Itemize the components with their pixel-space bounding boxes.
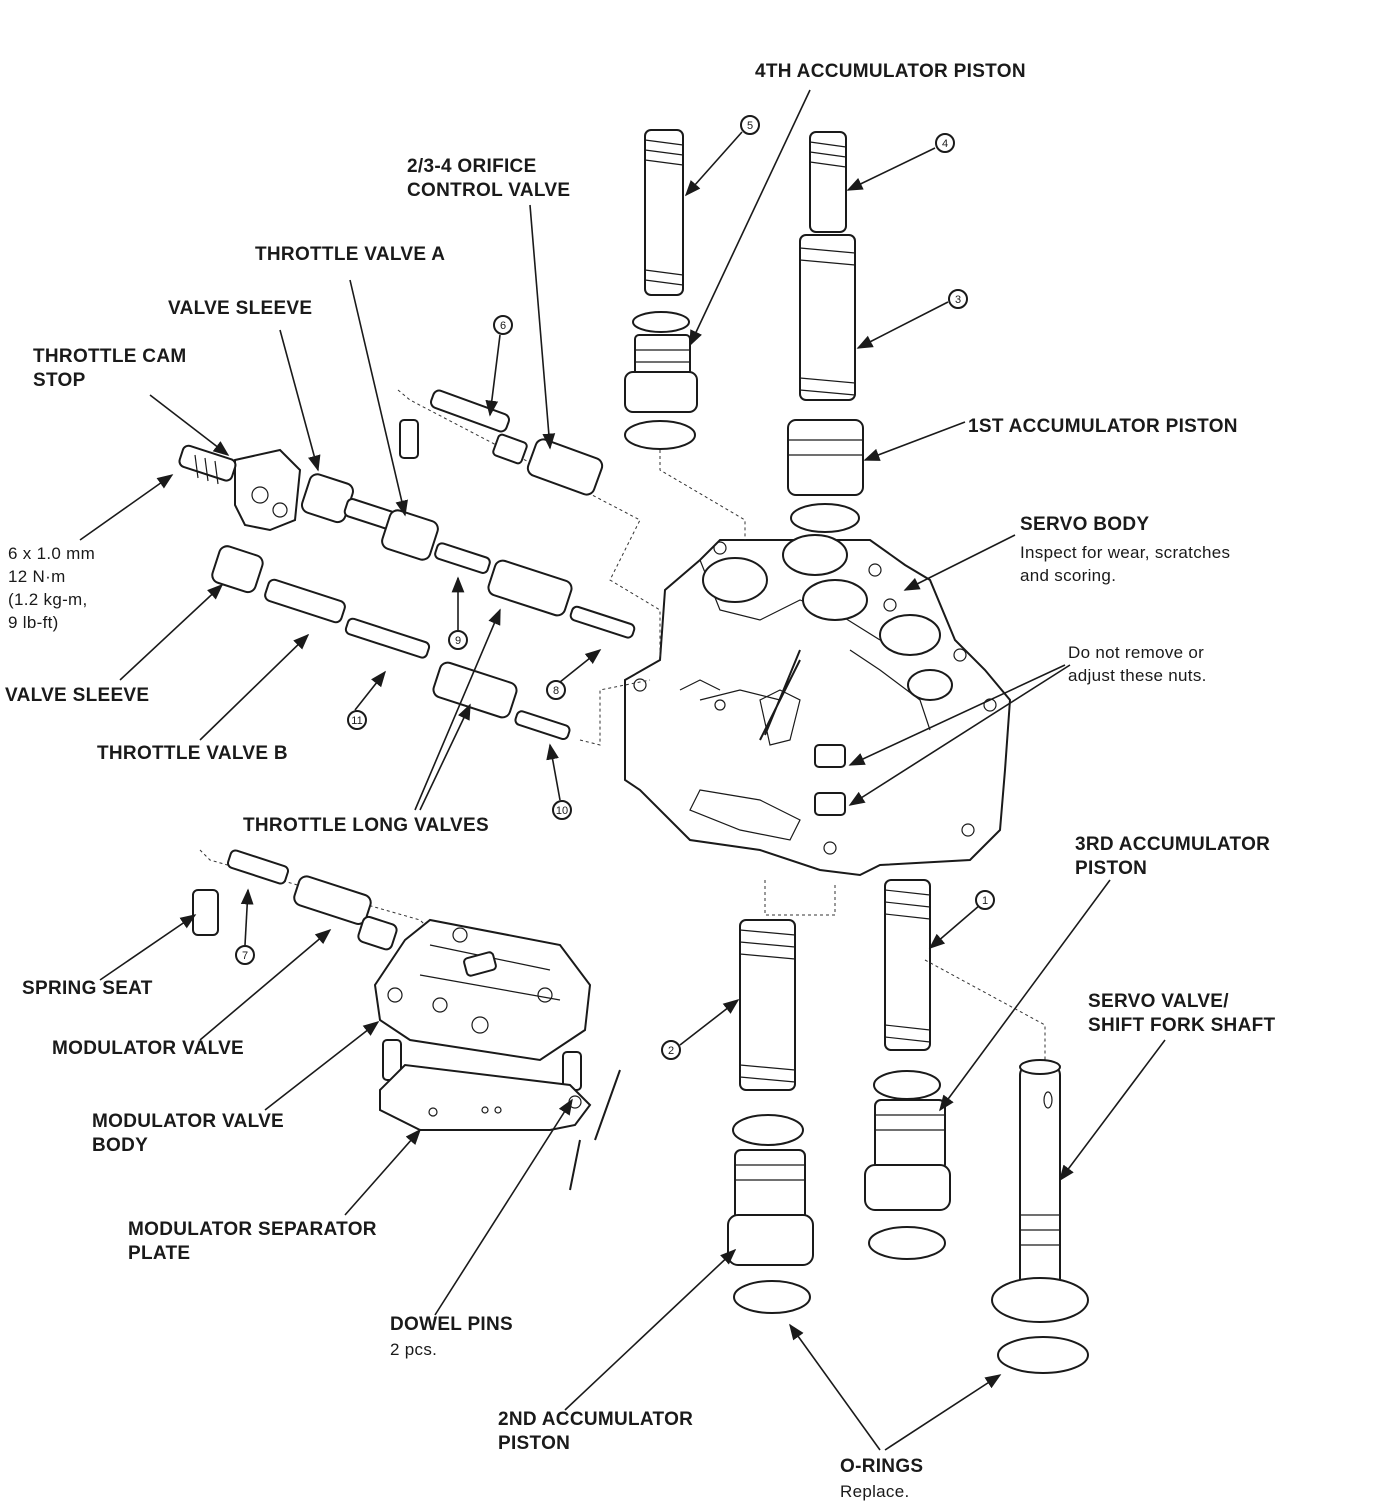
label-modulator-valve: MODULATOR VALVE <box>52 1038 245 1059</box>
modulator-group <box>192 849 621 1191</box>
svg-text:10: 10 <box>556 805 568 817</box>
label-2nd-accumulator-piston: 2ND ACCUMULATOR PISTON <box>498 1409 694 1454</box>
label-spring-seat: SPRING SEAT <box>22 978 153 999</box>
svg-text:5: 5 <box>747 120 753 132</box>
label-o-rings: O-RINGS <box>840 1456 924 1477</box>
callout-2: 2 <box>661 1040 681 1060</box>
svg-text:8: 8 <box>553 685 559 697</box>
label-4th-accumulator-piston: 4TH ACCUMULATOR PISTON <box>755 61 1026 82</box>
label-modulator-valve-body: MODULATOR VALVE BODY <box>92 1111 285 1156</box>
callout-11: 11 <box>347 710 367 730</box>
label-throttle-valve-b: THROTTLE VALVE B <box>97 743 288 764</box>
label-throttle-long-valves: THROTTLE LONG VALVES <box>243 815 489 836</box>
callout-10: 10 <box>552 800 572 820</box>
label-bolt-spec: 6 x 1.0 mm 12 N·m (1.2 kg-m, 9 lb-ft) <box>8 544 96 632</box>
label-orifice-control-valve: 2/3-4 ORIFICE CONTROL VALVE <box>407 156 571 201</box>
callout-4: 4 <box>935 133 955 153</box>
servo-body <box>624 534 1012 877</box>
svg-text:9: 9 <box>455 635 461 647</box>
accumulator-4th-group <box>624 129 746 540</box>
label-valve-sleeve-top: VALVE SLEEVE <box>168 298 313 319</box>
accumulator-3rd-group <box>864 879 1046 1260</box>
svg-text:4: 4 <box>942 138 948 150</box>
label-1st-accumulator-piston: 1ST ACCUMULATOR PISTON <box>968 416 1238 437</box>
callout-9: 9 <box>448 630 468 650</box>
label-o-rings-note: Replace. <box>840 1482 910 1501</box>
label-dowel-pins-note: 2 pcs. <box>390 1340 438 1359</box>
callout-6: 6 <box>493 315 513 335</box>
svg-text:6: 6 <box>500 320 506 332</box>
label-nuts-note: Do not remove or adjust these nuts. <box>1068 643 1207 685</box>
label-servo-body-note: Inspect for wear, scratches and scoring. <box>1020 543 1231 585</box>
label-servo-valve-shift-fork-shaft: SERVO VALVE/ SHIFT FORK SHAFT <box>1088 991 1276 1036</box>
svg-text:1: 1 <box>982 895 988 907</box>
svg-text:7: 7 <box>242 950 248 962</box>
label-dowel-pins: DOWEL PINS <box>390 1314 513 1335</box>
label-valve-sleeve-bottom: VALVE SLEEVE <box>5 685 150 706</box>
label-throttle-valve-a: THROTTLE VALVE A <box>255 244 446 265</box>
svg-text:3: 3 <box>955 294 961 306</box>
accumulator-2nd-group <box>727 880 836 1314</box>
callout-1: 1 <box>975 890 995 910</box>
svg-text:2: 2 <box>668 1045 674 1057</box>
accumulator-1st-group <box>787 131 864 533</box>
leader-lines <box>79 89 1166 1451</box>
servo-valve-group <box>991 1059 1089 1374</box>
label-throttle-cam-stop: THROTTLE CAM STOP <box>33 346 187 391</box>
label-servo-body: SERVO BODY <box>1020 514 1150 535</box>
label-modulator-separator-plate: MODULATOR SEPARATOR PLATE <box>128 1219 377 1264</box>
label-3rd-accumulator-piston: 3RD ACCUMULATOR PISTON <box>1075 834 1271 879</box>
throttle-assembly <box>178 389 661 660</box>
callout-8: 8 <box>546 680 566 700</box>
callout-5: 5 <box>740 115 760 135</box>
throttle-b-assembly <box>211 545 651 746</box>
callout-7: 7 <box>235 945 255 965</box>
callout-3: 3 <box>948 289 968 309</box>
svg-text:11: 11 <box>351 715 362 727</box>
